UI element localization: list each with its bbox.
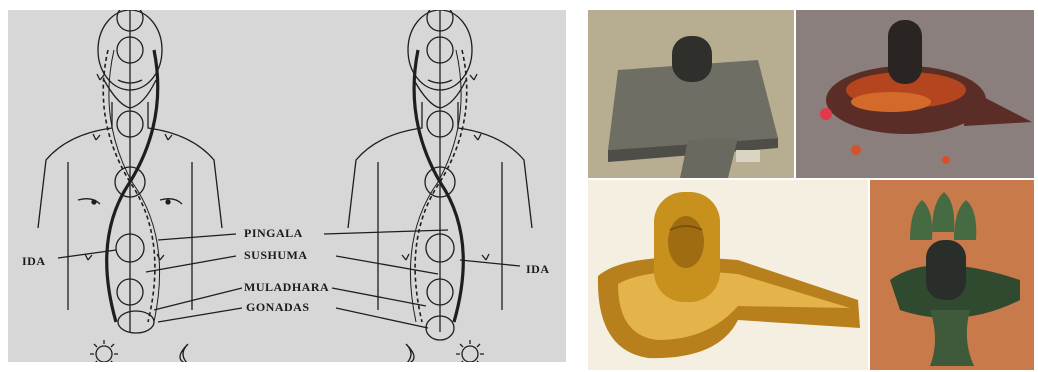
label-gonadas: GONADAS [246,300,310,315]
label-ida-right: IDA [526,262,550,277]
photo-stone-lingam [588,10,794,178]
photo-golden-lingam [588,180,868,370]
photo-flower-lingam [796,10,1034,178]
nadi-diagram: IDA IDA PINGALA SUSHUMA MULADHARA GONADA… [8,10,566,362]
photo-cobra-lingam [870,180,1034,370]
label-muladhara: MULADHARA [244,280,329,295]
label-sushuma: SUSHUMA [244,248,308,263]
label-ida-left: IDA [22,254,46,269]
lingam-photo-collage [588,10,1034,370]
label-pingala: PINGALA [244,226,303,241]
